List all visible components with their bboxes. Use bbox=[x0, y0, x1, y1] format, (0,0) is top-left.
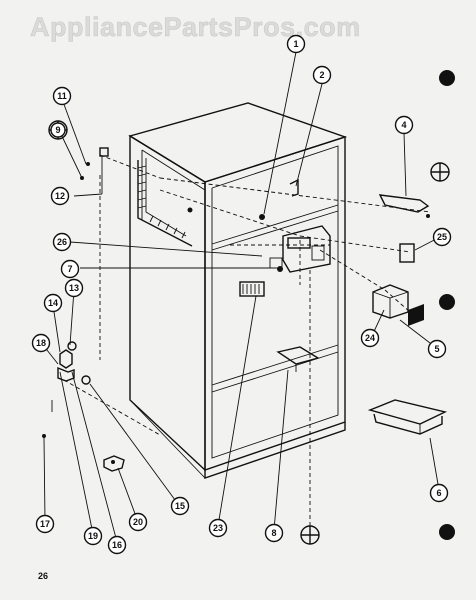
svg-text:15: 15 bbox=[175, 501, 185, 511]
svg-text:20: 20 bbox=[133, 517, 143, 527]
callout: 24 bbox=[360, 328, 380, 348]
callout: 25 bbox=[432, 227, 452, 247]
callout: 23 bbox=[208, 518, 228, 538]
callout: 17 bbox=[35, 514, 55, 534]
tray-6 bbox=[367, 399, 448, 435]
svg-text:16: 16 bbox=[112, 540, 122, 550]
svg-text:11: 11 bbox=[57, 91, 67, 101]
svg-text:26: 26 bbox=[57, 237, 67, 247]
callout: 15 bbox=[170, 496, 190, 516]
svg-text:17: 17 bbox=[40, 519, 50, 529]
evaporator-coil bbox=[137, 158, 193, 247]
binder-hole bbox=[439, 294, 455, 310]
light-shield bbox=[378, 194, 430, 213]
callout: 11 bbox=[52, 86, 72, 106]
watermark: AppliancePartsPros.com bbox=[30, 12, 361, 43]
svg-text:5: 5 bbox=[434, 344, 439, 354]
callout: 18 bbox=[31, 333, 51, 353]
callout: 16 bbox=[107, 535, 127, 555]
binder-hole bbox=[439, 70, 455, 86]
callout: 13 bbox=[64, 278, 84, 298]
hinge-assembly bbox=[51, 341, 91, 412]
control-housing bbox=[269, 225, 331, 273]
light-bracket bbox=[289, 178, 299, 197]
svg-text:14: 14 bbox=[48, 298, 58, 308]
callout: 2 bbox=[312, 65, 332, 85]
svg-text:18: 18 bbox=[36, 338, 46, 348]
binder-hole bbox=[439, 524, 455, 540]
svg-text:19: 19 bbox=[88, 531, 98, 541]
hinge-20 bbox=[103, 455, 125, 472]
callout: 20 bbox=[128, 512, 148, 532]
callout: 6 bbox=[429, 483, 449, 503]
refrigerator-cabinet bbox=[128, 102, 348, 479]
svg-text:6: 6 bbox=[436, 488, 441, 498]
callout: 1 bbox=[286, 34, 306, 54]
callout: 19 bbox=[83, 526, 103, 546]
svg-text:9: 9 bbox=[55, 125, 60, 135]
bracket-8 bbox=[276, 346, 320, 372]
svg-text:12: 12 bbox=[55, 191, 65, 201]
svg-text:8: 8 bbox=[271, 528, 276, 538]
callout: 12 bbox=[50, 186, 70, 206]
svg-text:1: 1 bbox=[293, 39, 298, 49]
vent-grille bbox=[239, 281, 265, 297]
crosshair-marker bbox=[430, 162, 450, 182]
page-number: 26 bbox=[38, 571, 49, 581]
callout: 8 bbox=[264, 523, 284, 543]
callout: 5 bbox=[427, 339, 447, 359]
callout: 14 bbox=[43, 293, 63, 313]
plate-25 bbox=[399, 243, 415, 263]
svg-text:13: 13 bbox=[69, 283, 79, 293]
svg-text:2: 2 bbox=[319, 70, 324, 80]
svg-text:24: 24 bbox=[365, 333, 375, 343]
leader-lines bbox=[42, 51, 441, 543]
callout: 4 bbox=[394, 115, 414, 135]
svg-text:23: 23 bbox=[213, 523, 223, 533]
svg-text:25: 25 bbox=[437, 232, 447, 242]
callout: 7 bbox=[60, 259, 80, 279]
crosshair-marker bbox=[300, 525, 320, 545]
callout: 9 bbox=[50, 122, 66, 138]
svg-text:4: 4 bbox=[401, 120, 406, 130]
callout: 26 bbox=[52, 232, 72, 252]
svg-text:7: 7 bbox=[67, 264, 72, 274]
damper-box bbox=[372, 284, 424, 326]
